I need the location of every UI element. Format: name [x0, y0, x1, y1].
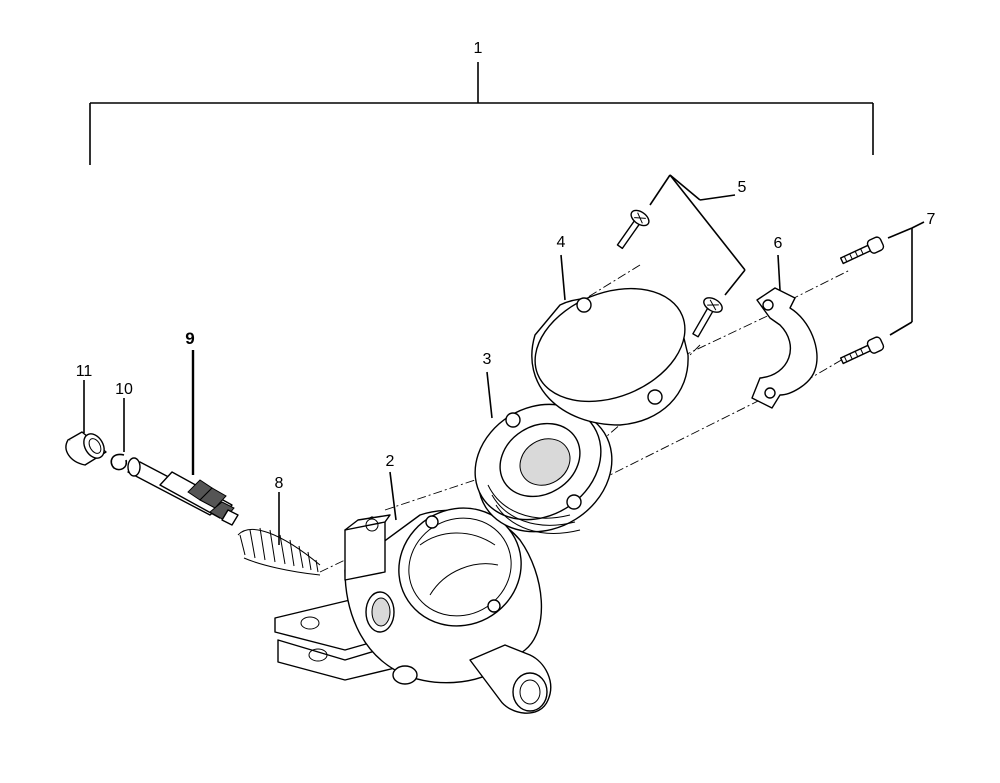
part-3-ring: [474, 403, 613, 534]
callout-4: 4: [557, 234, 566, 251]
part-11-cap: [65, 431, 107, 466]
part-6-clamp: [751, 287, 818, 409]
callout-6: 6: [774, 235, 783, 252]
part-9-valve-spool: [127, 457, 239, 526]
callout-8: 8: [275, 475, 284, 492]
callout-11: 11: [76, 363, 93, 380]
part-7-bolts: [839, 236, 885, 365]
callout-5: 5: [738, 179, 747, 196]
part-8-spring: [237, 527, 321, 576]
callout-2: 2: [386, 453, 395, 470]
callout-10: 10: [115, 381, 133, 398]
part-10-retaining-clip: [110, 453, 128, 471]
callout-3: 3: [483, 351, 492, 368]
callout-1: 1: [474, 40, 483, 57]
part-5-screws: [616, 209, 723, 338]
leader-lines: [83, 174, 925, 545]
callout-9: 9: [185, 329, 194, 348]
assembly-bracket: [89, 62, 874, 165]
callout-7: 7: [927, 211, 936, 228]
part-4-cover: [531, 287, 689, 426]
callout-labels: 1 2 3 4 5 6 7 8 9 10 11: [76, 40, 936, 492]
part-2-housing: [274, 507, 552, 714]
